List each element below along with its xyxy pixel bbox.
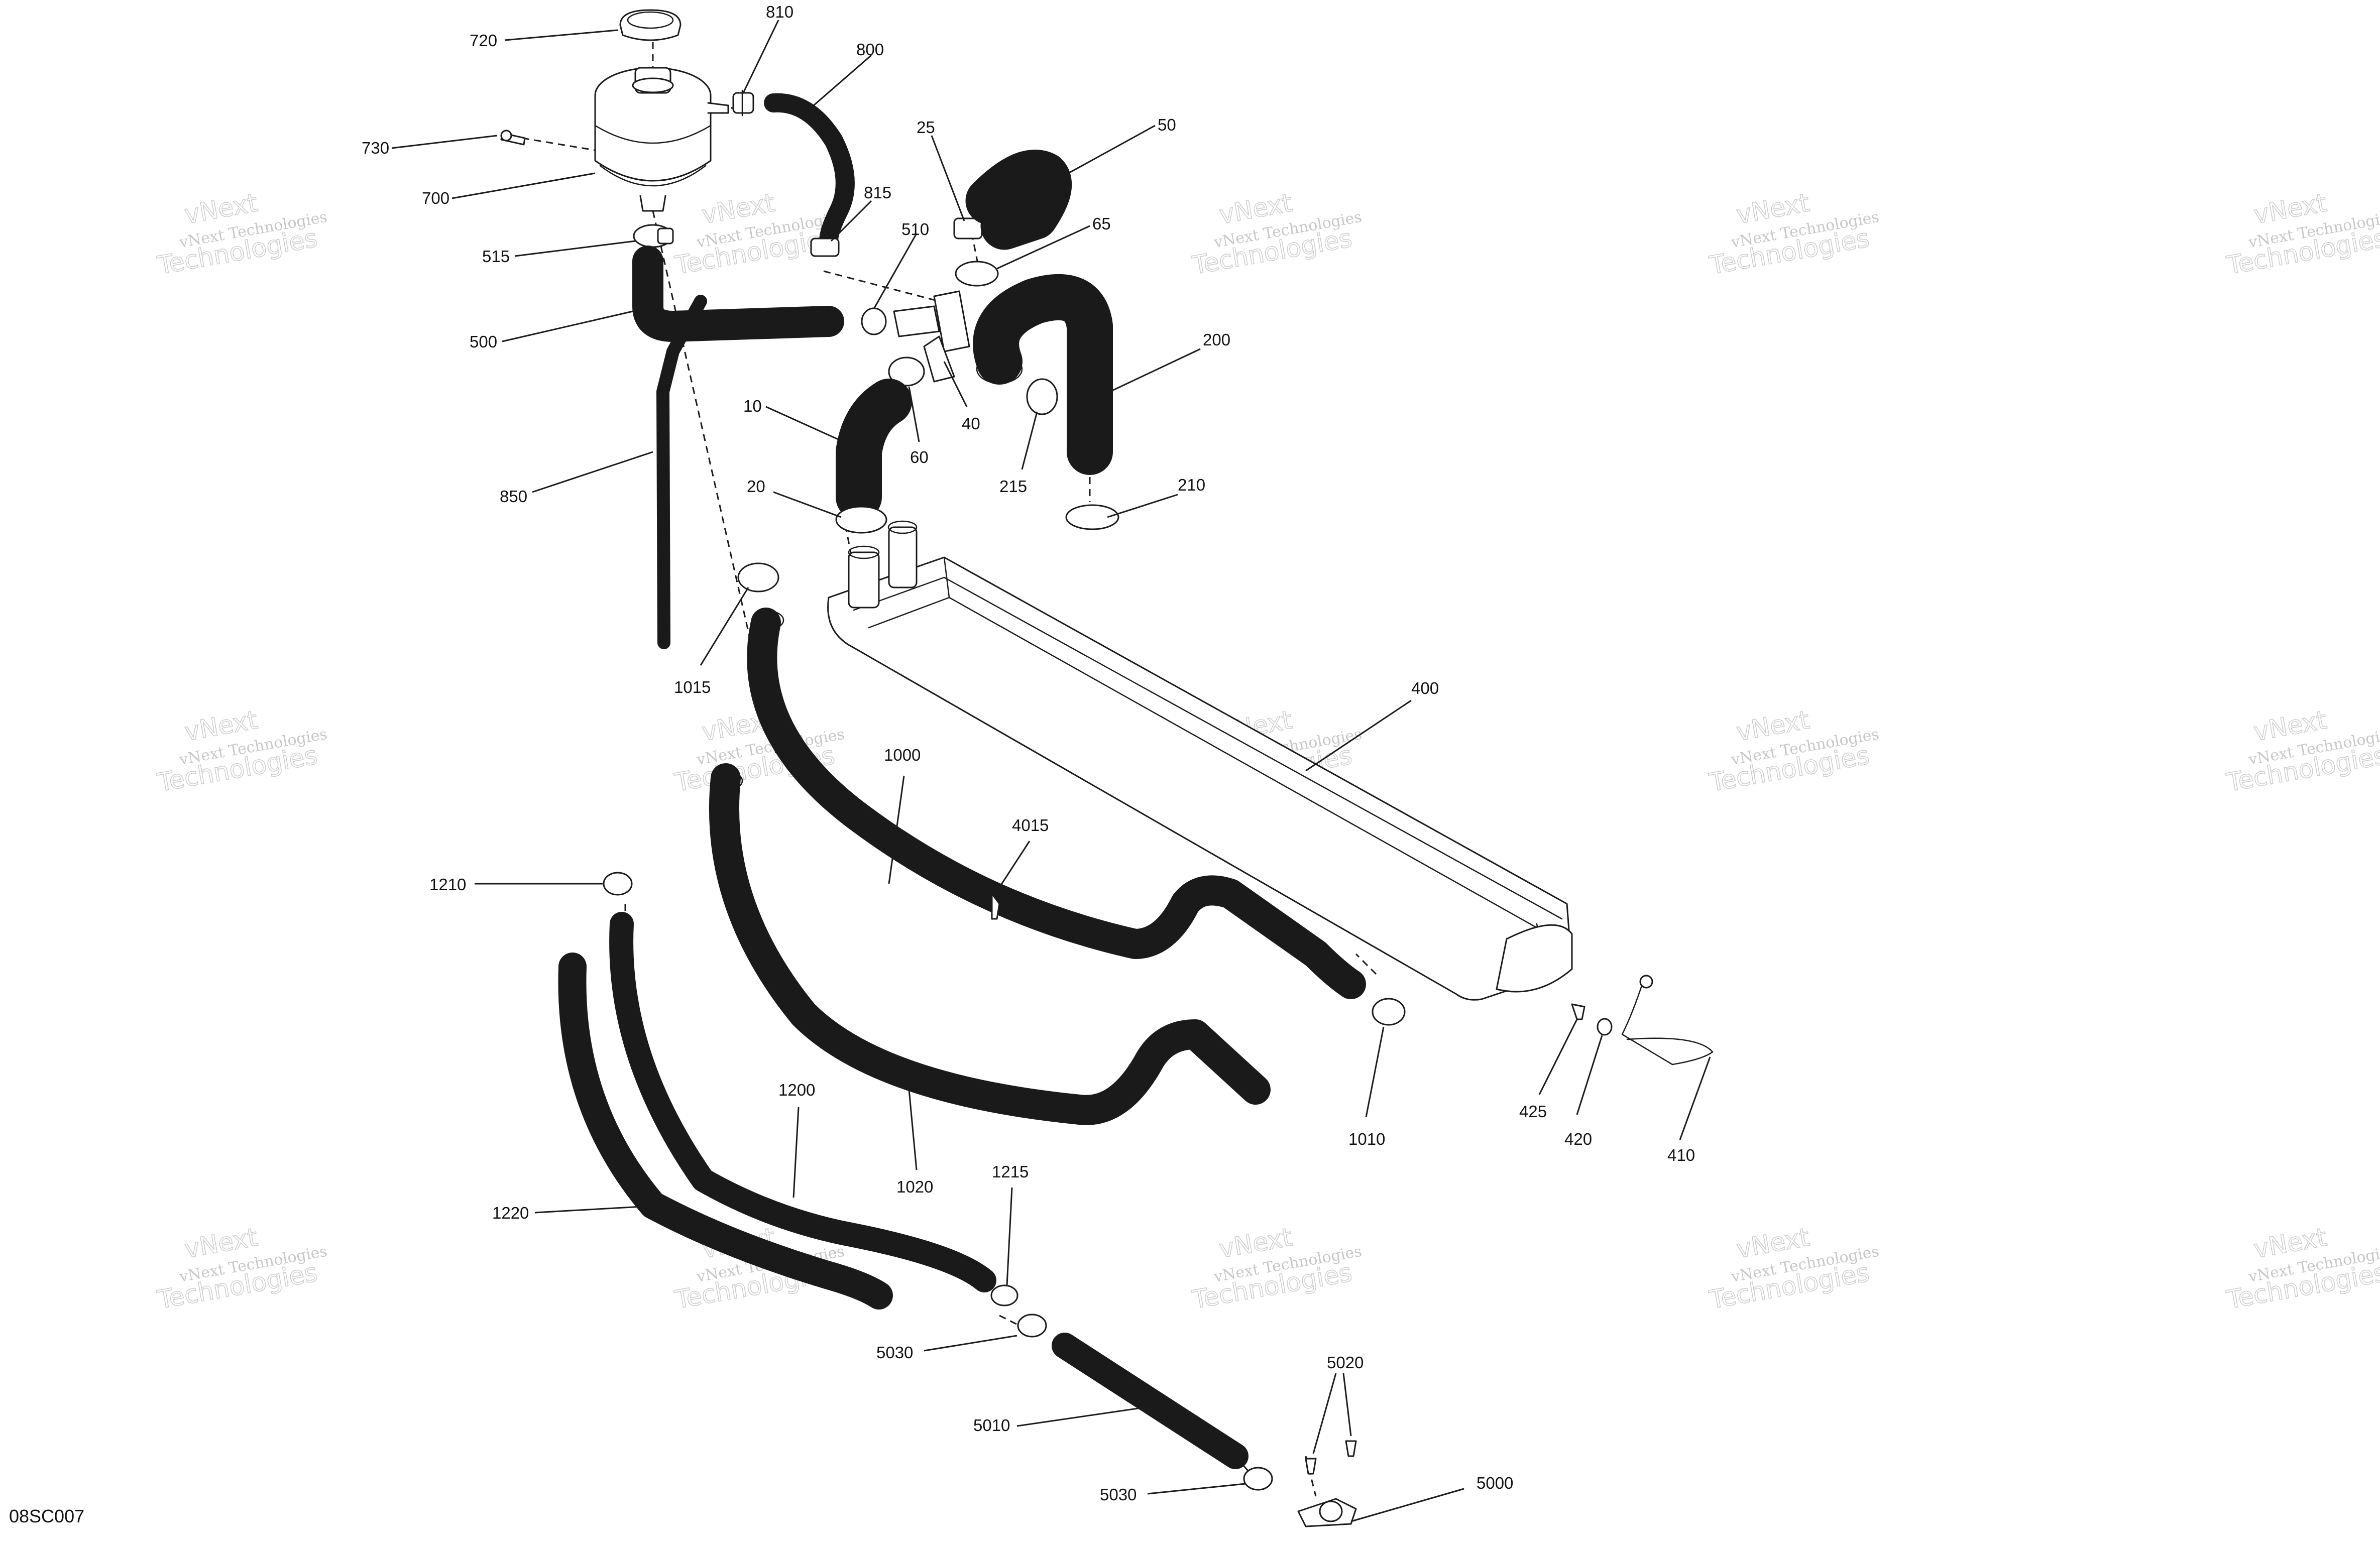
watermark: vNext vNext Technologies Technologies	[672, 188, 846, 281]
callout-700: 700	[422, 189, 449, 207]
watermark: vNext vNext Technologies Technologies	[155, 188, 328, 281]
callout-65: 65	[1092, 214, 1111, 233]
callout-815: 815	[864, 183, 891, 202]
callout-1020: 1020	[896, 1177, 933, 1196]
tee-fitting	[893, 290, 970, 383]
callout-5030-upper: 5030	[876, 1343, 913, 1362]
heat-exchanger	[827, 520, 1573, 1001]
mount-bracket	[1297, 1498, 1357, 1527]
hose-clamp	[732, 89, 754, 116]
hose-clamp	[955, 261, 999, 287]
callout-500: 500	[470, 332, 497, 351]
callout-810: 810	[766, 3, 794, 21]
watermark: vNext vNext Technologies Technologies	[2224, 188, 2380, 281]
callout-1220: 1220	[492, 1204, 529, 1222]
mount-screw	[1305, 1458, 1317, 1475]
callout-215: 215	[999, 477, 1027, 496]
callout-5030-lower: 5030	[1100, 1485, 1137, 1504]
callout-400: 400	[1411, 679, 1439, 697]
hose-clamp	[737, 562, 779, 592]
hose-clamp	[1026, 378, 1058, 415]
callout-25: 25	[917, 118, 935, 137]
leader-lines	[391, 20, 1711, 1522]
parts	[500, 9, 1714, 1527]
callout-425: 425	[1519, 1102, 1547, 1121]
watermark: vNext vNext Technologies Technologies	[1707, 188, 1880, 281]
callout-5000: 5000	[1477, 1474, 1513, 1492]
reservoir-cap	[619, 9, 682, 41]
callout-1000: 1000	[884, 746, 921, 764]
callout-1010: 1010	[1348, 1130, 1385, 1148]
mount-bolt	[1571, 1003, 1585, 1020]
callout-20: 20	[747, 477, 765, 496]
watermark: vNext vNext Technologies Technologies	[2224, 705, 2380, 798]
callout-850: 850	[500, 487, 527, 506]
hose-clamp	[1372, 998, 1406, 1026]
hose-clamp	[1017, 1314, 1047, 1338]
callout-1210: 1210	[429, 875, 466, 894]
hose-clamp	[633, 224, 674, 248]
callout-4015: 4015	[1012, 816, 1049, 835]
callout-730: 730	[362, 139, 389, 157]
callout-510: 510	[901, 220, 929, 239]
callout-420: 420	[1564, 1130, 1592, 1148]
hose-clamp	[603, 872, 633, 896]
callout-720: 720	[470, 31, 497, 50]
hose-clamp	[861, 307, 887, 335]
watermark: vNext vNext Technologies Technologies	[155, 705, 328, 798]
coolant-reservoir	[594, 67, 729, 212]
hose-clamp	[810, 238, 840, 257]
hose-clamp	[1243, 1467, 1273, 1491]
hose-clamp	[835, 506, 887, 534]
callout-5010: 5010	[973, 1416, 1010, 1435]
callout-50: 50	[1158, 115, 1176, 134]
washer	[1597, 1018, 1613, 1036]
callout-40: 40	[962, 414, 980, 433]
hose-clamp	[990, 1284, 1018, 1307]
watermark: vNext vNext Technologies Technologies	[1707, 1222, 1880, 1315]
callout-515: 515	[482, 247, 510, 266]
callout-labels: 720 810 800 730 700 815 515 510 500 25 5…	[362, 3, 1695, 1504]
hose-clamp	[888, 357, 925, 387]
watermark: vNext vNext Technologies Technologies	[1189, 1222, 1363, 1315]
callout-60: 60	[910, 448, 929, 466]
callout-800: 800	[856, 40, 884, 59]
callout-210: 210	[1178, 476, 1205, 494]
mounting-strap	[1621, 975, 1714, 1065]
callout-1015: 1015	[674, 678, 711, 696]
mount-screw	[991, 893, 1000, 920]
callout-200: 200	[1203, 330, 1230, 349]
watermark: vNext vNext Technologies Technologies	[1707, 705, 1880, 798]
figure-id: 08SC007	[9, 1506, 84, 1526]
watermark: vNext vNext Technologies Technologies	[2224, 1222, 2380, 1315]
callout-5020: 5020	[1327, 1353, 1364, 1372]
callout-10: 10	[743, 397, 762, 415]
callout-1215: 1215	[992, 1162, 1029, 1181]
watermark: vNext vNext Technologies Technologies	[1189, 188, 1363, 281]
watermark: vNext vNext Technologies Technologies	[155, 1222, 328, 1315]
callout-1200: 1200	[778, 1081, 815, 1099]
hose-clamp	[1065, 504, 1119, 530]
mount-screw	[1345, 1440, 1357, 1457]
callout-410: 410	[1667, 1146, 1695, 1164]
